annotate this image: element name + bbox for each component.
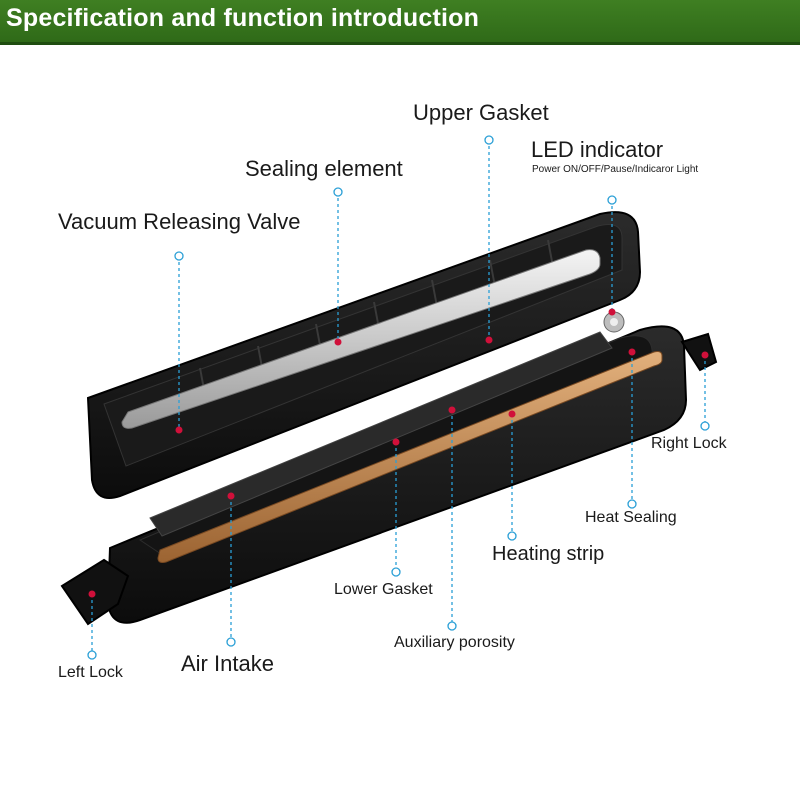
callout-anchors [87,135,710,660]
label-sealing-element: Sealing element [245,156,403,181]
label-led-indicator: LED indicator [531,137,664,162]
base [106,311,688,624]
label-right-lock: Right Lock [651,435,727,452]
title-bar: Specification and function introduction [0,0,800,45]
label-auxiliary-porosity: Auxiliary porosity [394,634,515,651]
right-lock-part [680,332,718,372]
page-title: Specification and function introduction [6,4,480,32]
label-air-intake: Air Intake [181,651,274,676]
label-left-lock: Left Lock [58,664,123,681]
sealing-bar [121,249,601,429]
label-led-subtitle: Power ON/OFF/Pause/Indicaror Light [532,164,699,175]
red-markers [88,308,709,598]
label-lower-gasket: Lower Gasket [334,581,433,598]
left-lock-part [60,558,130,626]
label-heating-strip: Heating strip [492,543,605,565]
label-heat-sealing: Heat Sealing [585,509,677,526]
label-upper-gasket: Upper Gasket [413,100,549,125]
callout-lines [91,140,706,653]
label-vacuum-releasing-valve: Vacuum Releasing Valve [58,209,301,234]
